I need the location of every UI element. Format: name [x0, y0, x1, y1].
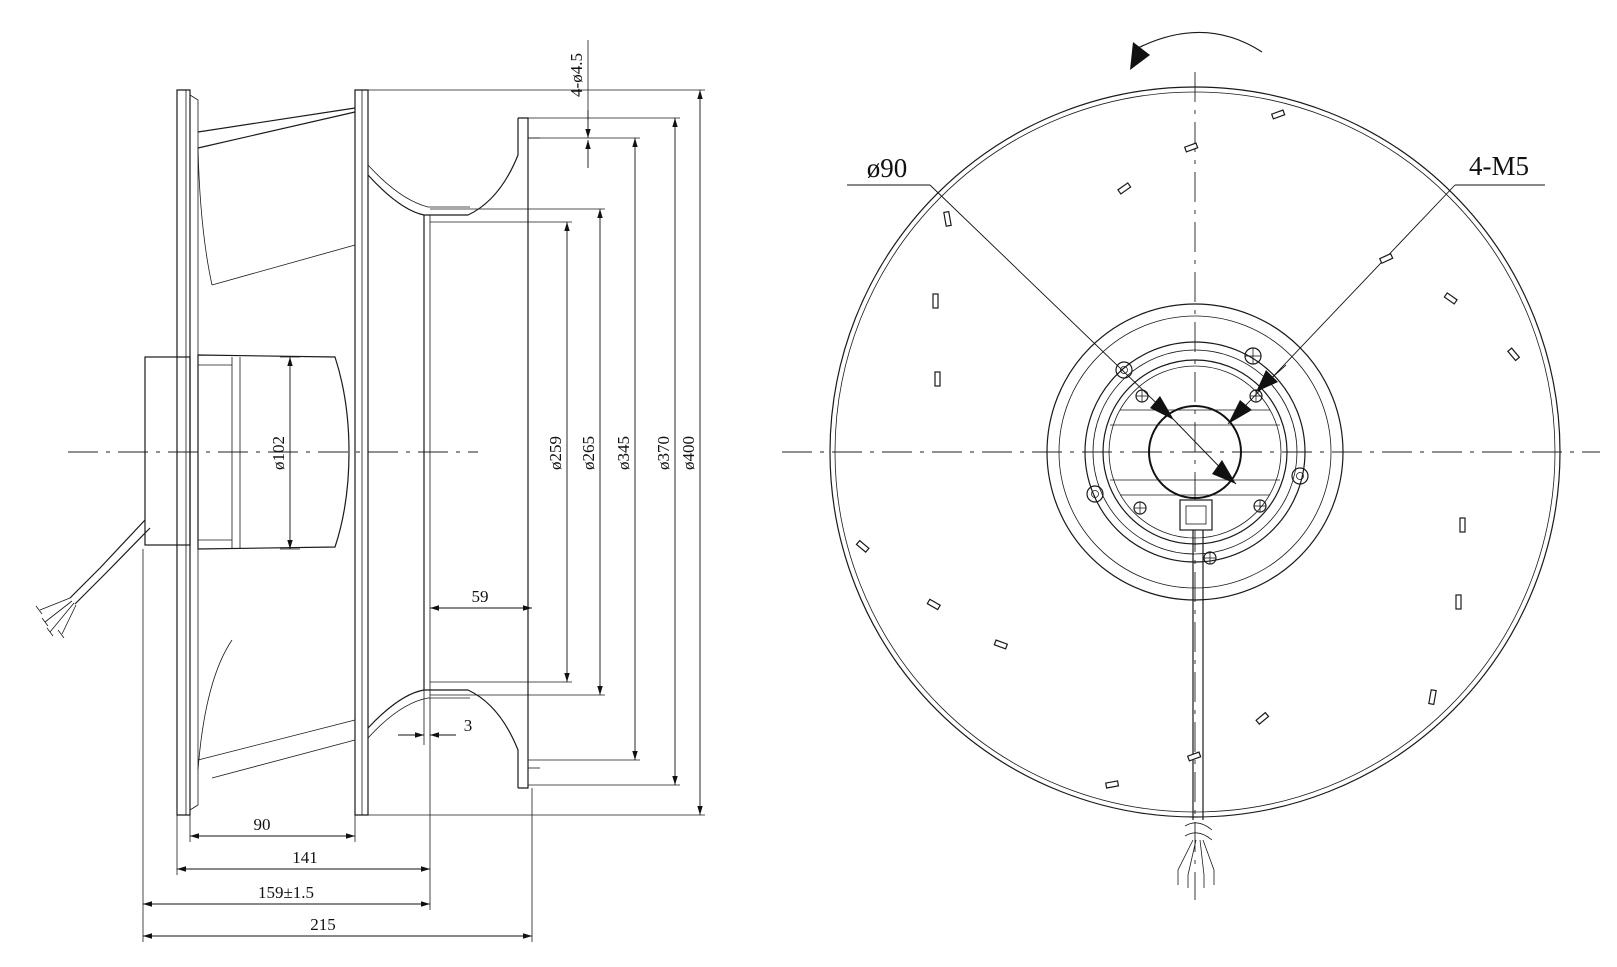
rotation-arrow [1130, 31, 1263, 70]
dim-59: 59 [472, 587, 489, 606]
motor-body [144, 354, 350, 550]
dim-d400: ø400 [679, 436, 698, 470]
motor-housing [1102, 359, 1288, 545]
dim-141: 141 [292, 848, 318, 867]
motor-flange-inner [1092, 349, 1298, 555]
mounting-holes-outer [1086, 347, 1309, 503]
dim-d370: ø370 [654, 436, 673, 470]
dim-d259: ø259 [546, 436, 565, 470]
leader-m5: 4-M5 [1227, 151, 1545, 425]
motor-housing-inner [1108, 365, 1282, 539]
outer-ring [829, 86, 1561, 818]
dim-90: 90 [254, 815, 271, 834]
leader-d90: ø90 [847, 153, 1237, 485]
motor-flange [1084, 341, 1306, 563]
side-view: 90 141 159±1.5 215 59 3 ø102 ø259 ø265 ø… [35, 40, 705, 942]
vertical-dimensions [287, 90, 703, 815]
dim-159: 159±1.5 [258, 883, 314, 902]
inlet-ring [1046, 303, 1344, 601]
dim-d265: ø265 [579, 436, 598, 470]
dim-215: 215 [310, 915, 336, 934]
horizontal-dimensions [143, 605, 532, 939]
hub [1148, 405, 1242, 499]
outer-ring-inner [834, 91, 1556, 813]
cable [35, 519, 151, 639]
label-d90: ø90 [867, 153, 908, 183]
hole-note: 4-ø4.5 [567, 53, 586, 97]
front-cable [1177, 530, 1215, 888]
blade-marks [855, 109, 1521, 789]
label-4m5: 4-M5 [1469, 151, 1529, 181]
motor-detail [1110, 409, 1280, 531]
mounting-holes-inner [1133, 389, 1267, 565]
mounting-plate [176, 89, 199, 816]
dim-d345: ø345 [614, 436, 633, 470]
dim-d102: ø102 [269, 436, 288, 470]
front-view: ø90 4-M5 [782, 31, 1600, 900]
dim-3: 3 [464, 716, 473, 735]
inlet-ring-inner [1058, 315, 1332, 589]
dimension-texts: 90 141 159±1.5 215 59 3 ø102 ø259 ø265 ø… [254, 53, 699, 934]
support-arms [197, 107, 356, 779]
impeller-shroud [354, 89, 540, 816]
extension-lines [142, 40, 705, 942]
